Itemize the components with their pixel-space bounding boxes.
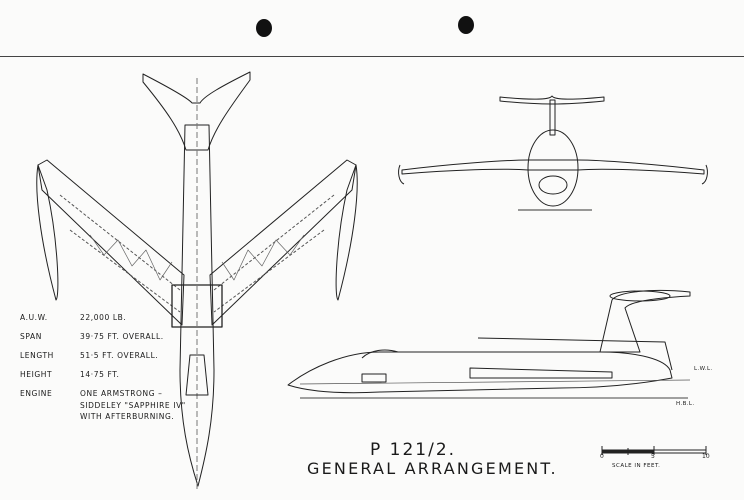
spec-value: 51·5 FT. OVERALL.	[80, 351, 159, 360]
spec-label: LENGTH	[20, 351, 54, 360]
spec-value: 22,000 LB.	[80, 313, 127, 322]
spec-value: ONE ARMSTRONG –	[80, 389, 163, 398]
spec-value: WITH AFTERBURNING.	[80, 412, 175, 421]
scale-tick-label: 10	[702, 453, 710, 460]
plan-intake	[185, 354, 209, 396]
front-fin	[549, 99, 556, 136]
front-wing-tip-left	[398, 164, 405, 185]
side-tailplane	[609, 290, 671, 302]
front-wing	[401, 159, 705, 175]
scale-caption: SCALE IN FEET.	[612, 463, 661, 469]
plan-structure-lattice	[89, 234, 305, 281]
reference-line-label: L.W.L.	[694, 366, 713, 372]
plan-fuselage	[179, 124, 215, 487]
side-intake	[361, 373, 387, 383]
front-tailplane	[499, 95, 605, 105]
front-intake	[538, 175, 568, 195]
scale-bar	[601, 446, 707, 455]
spec-value: 39·75 FT. OVERALL.	[80, 332, 164, 341]
plan-wing-tip-right	[335, 164, 358, 301]
side-wing	[469, 367, 613, 379]
side-fuselage	[287, 351, 673, 394]
drawing-subtitle: GENERAL ARRANGEMENT.	[307, 459, 558, 478]
sheet-top-border	[0, 56, 744, 57]
drawing-title: P 121/2.	[370, 440, 457, 460]
side-datum-line	[299, 379, 691, 385]
plan-wing-tip-left	[36, 164, 59, 301]
spec-label: SPAN	[20, 332, 42, 341]
spec-label: A.U.W.	[20, 313, 48, 322]
side-view	[287, 289, 691, 399]
spec-value: SIDDELEY "SAPPHIRE IV"	[80, 401, 186, 410]
plan-wing-left	[37, 159, 185, 326]
spec-label: HEIGHT	[20, 370, 53, 379]
plan-wing-right	[209, 159, 357, 326]
front-fuselage	[527, 129, 579, 207]
punch-hole-left	[256, 19, 272, 37]
punch-hole-right	[458, 16, 474, 34]
plan-tailplane	[142, 71, 251, 151]
spec-label: ENGINE	[20, 389, 53, 398]
spec-value: 14·75 FT.	[80, 370, 120, 379]
plan-fuel-tank-lines	[59, 194, 335, 313]
reference-line-label: H.B.L.	[676, 401, 695, 407]
scale-tick-label: 0	[600, 453, 604, 460]
side-jetpipe	[477, 337, 673, 371]
plan-view	[36, 71, 358, 490]
front-view	[398, 95, 708, 211]
scale-tick-label: 5	[651, 453, 655, 460]
side-canopy	[361, 349, 399, 359]
front-wing-tip-right	[701, 164, 708, 185]
side-fin	[599, 289, 691, 353]
